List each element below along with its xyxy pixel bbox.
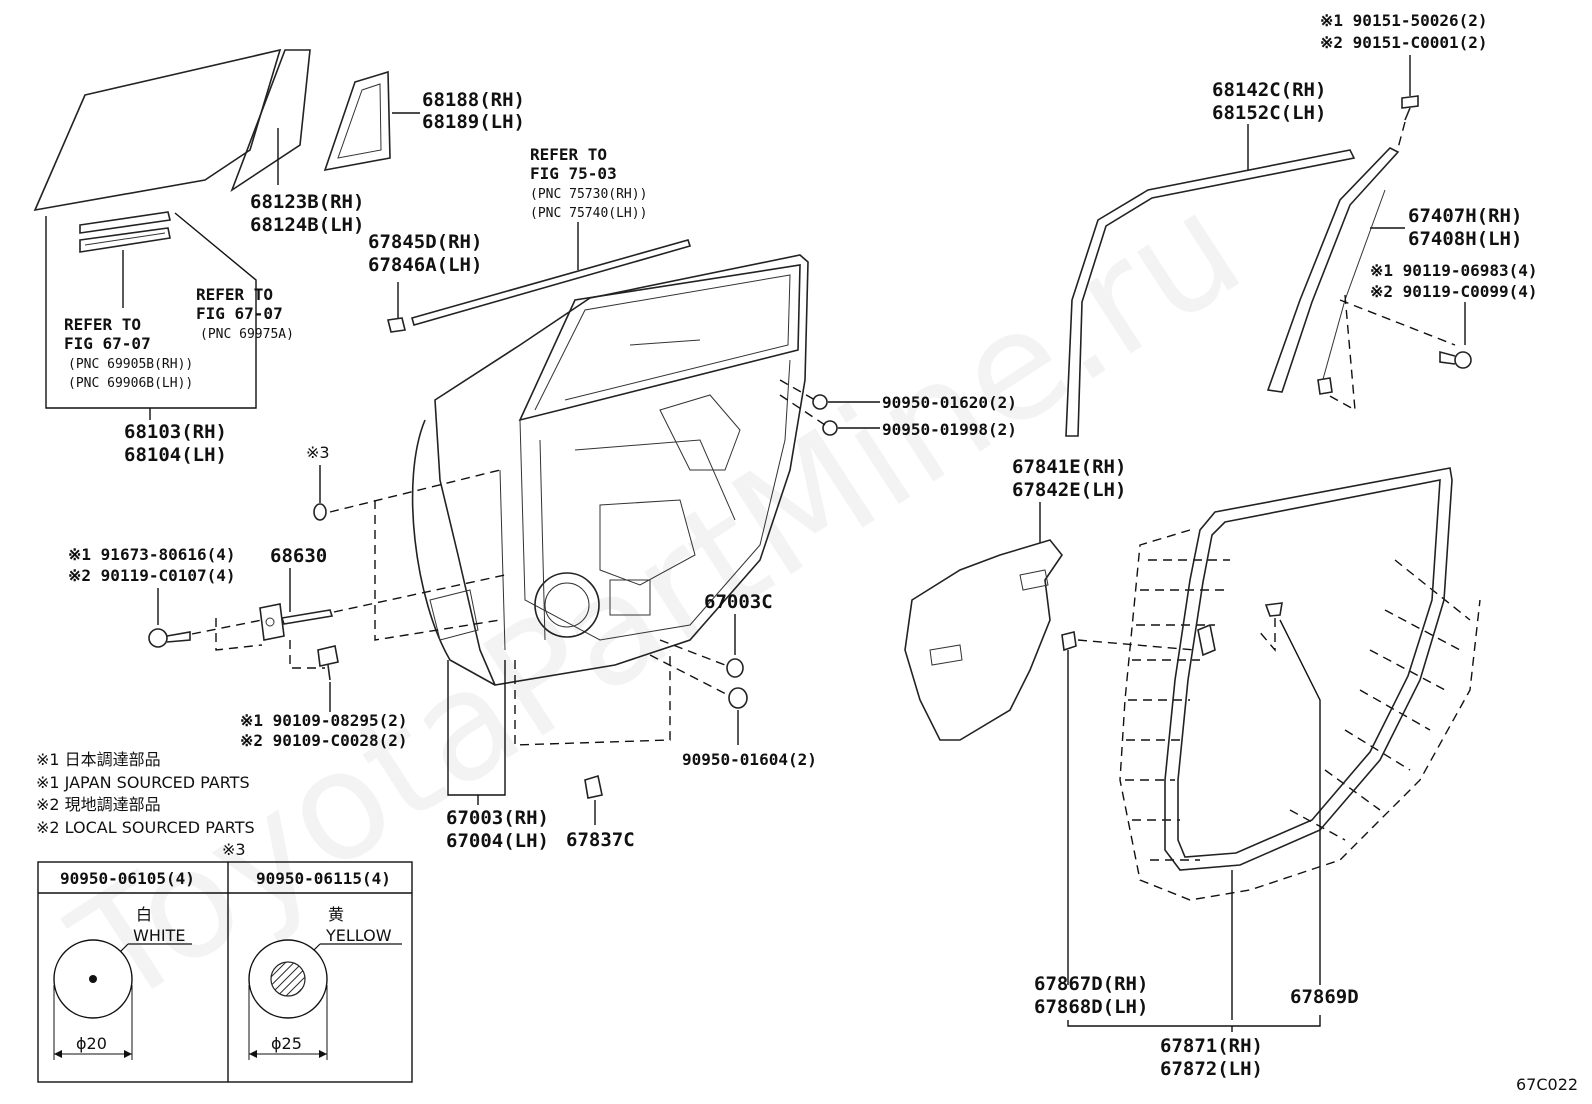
label-67872: 67872(LH) — [1160, 1058, 1263, 1080]
grommet-01620 — [812, 394, 828, 410]
label-67408: 67408H(LH) — [1408, 228, 1522, 250]
ref-fig-67-07-a-pnc: (PNC 69975A) — [200, 327, 294, 342]
door-weatherstrip-67871 — [1164, 467, 1453, 871]
plug-white-en: WHITE — [133, 926, 185, 945]
screw-90151 — [1401, 95, 1419, 121]
ref-fig-75-03-line2: FIG 75-03 — [530, 164, 617, 183]
label-screw1: ※1 90151-50026(2) — [1320, 11, 1488, 30]
legend-line-2: ※1 JAPAN SOURCED PARTS — [36, 773, 250, 792]
label-67868: 67868D(LH) — [1034, 996, 1148, 1018]
label-67846: 67846A(LH) — [368, 254, 482, 276]
ref-fig-75-03-line1: REFER TO — [530, 145, 607, 164]
belt-moulding — [411, 239, 692, 326]
ref-fig-67-07-b-pnc2: (PNC 69906B(LH)) — [68, 376, 193, 391]
door-glass-group — [33, 48, 391, 253]
label-clip1: ※1 90119-06983(4) — [1370, 261, 1538, 280]
plug-yellow-jp: 黄 — [328, 905, 344, 924]
label-68104: 68104(LH) — [124, 444, 227, 466]
clip-90119 — [1439, 350, 1472, 369]
legend-line-1: ※1 日本調達部品 — [36, 750, 161, 769]
label-67003: 67003(RH) — [446, 807, 549, 829]
label-clip2: ※2 90119-C0099(4) — [1370, 282, 1538, 301]
clip-67845 — [387, 317, 406, 333]
label-67871: 67871(RH) — [1160, 1035, 1263, 1057]
label-note3-plug: ※3 — [306, 443, 330, 462]
label-90950-01604: 90950-01604(2) — [682, 750, 817, 769]
label-67841: 67841E(RH) — [1012, 456, 1126, 478]
plug-table: ※3 90950-06105(4) 90950-06115(4) 白 WHITE… — [37, 840, 413, 1083]
label-68103: 68103(RH) — [124, 421, 227, 443]
legend-line-3: ※2 現地調達部品 — [36, 795, 161, 814]
ref-fig-67-07-b-line1: REFER TO — [64, 315, 141, 334]
figure-code: 67C022 — [1516, 1075, 1578, 1094]
ref-fig-75-03-pnc1: (PNC 75730(RH)) — [530, 187, 647, 202]
rear-door-panel — [411, 254, 809, 686]
label-68630: 68630 — [270, 545, 327, 567]
clip-67867D — [1061, 631, 1077, 652]
label-bolt-b2: ※2 90109-C0028(2) — [240, 731, 408, 750]
plug-hole — [313, 503, 327, 521]
plug-yellow-dim: ϕ25 — [271, 1034, 302, 1053]
label-68124: 68124B(LH) — [250, 214, 364, 236]
label-68188: 68188(RH) — [422, 89, 525, 111]
ref-fig-67-07-a-line1: REFER TO — [196, 285, 273, 304]
label-67004: 67004(LH) — [446, 830, 549, 852]
plug-white-dim: ϕ20 — [76, 1034, 107, 1053]
label-90950-01620: 90950-01620(2) — [882, 393, 1017, 412]
label-67842: 67842E(LH) — [1012, 479, 1126, 501]
frame-moulding-68142 — [1065, 149, 1356, 437]
plug-white-jp: 白 — [136, 905, 152, 924]
door-check-bolt — [317, 645, 339, 681]
grommet-01604 — [728, 687, 748, 709]
label-67867: 67867D(RH) — [1034, 973, 1148, 995]
grommet-01998 — [822, 420, 838, 436]
label-67407: 67407H(RH) — [1408, 205, 1522, 227]
label-90950-01998: 90950-01998(2) — [882, 420, 1017, 439]
clip-67837 — [584, 774, 603, 799]
door-check-68630 — [259, 603, 334, 641]
service-hole-cover — [904, 539, 1063, 741]
label-67837: 67837C — [566, 829, 635, 851]
plug-table-header-1: 90950-06105(4) — [60, 869, 195, 888]
label-67003C: 67003C — [704, 591, 773, 613]
plug-table-header-2: 90950-06115(4) — [256, 869, 391, 888]
weatherstrip-67407 — [1266, 147, 1400, 393]
ref-fig-75-03-pnc2: (PNC 75740(LH)) — [530, 206, 647, 221]
legend-line-4: ※2 LOCAL SOURCED PARTS — [36, 818, 255, 837]
label-bolt-a2: ※2 90119-C0107(4) — [68, 566, 236, 585]
label-67869: 67869D — [1290, 986, 1359, 1008]
plug-67003C — [726, 658, 744, 678]
plug-yellow-en: YELLOW — [325, 926, 392, 945]
ref-fig-67-07-b-pnc1: (PNC 69905B(RH)) — [68, 357, 193, 372]
label-screw2: ※2 90151-C0001(2) — [1320, 33, 1488, 52]
label-68152: 68152C(LH) — [1212, 102, 1326, 124]
label-68123: 68123B(RH) — [250, 191, 364, 213]
label-bolt-a1: ※1 91673-80616(4) — [68, 545, 236, 564]
label-68142: 68142C(RH) — [1212, 79, 1326, 101]
label-bolt-b1: ※1 90109-08295(2) — [240, 711, 408, 730]
ref-fig-67-07-b-line2: FIG 67-07 — [64, 334, 151, 353]
body-opening-outline — [1119, 529, 1481, 901]
label-68189: 68189(LH) — [422, 111, 525, 133]
ref-fig-67-07-a-line2: FIG 67-07 — [196, 304, 283, 323]
clip-67869D — [1264, 602, 1283, 617]
hinge-bolt — [148, 628, 191, 648]
plug-table-note: ※3 — [222, 840, 246, 859]
label-67845: 67845D(RH) — [368, 231, 482, 253]
